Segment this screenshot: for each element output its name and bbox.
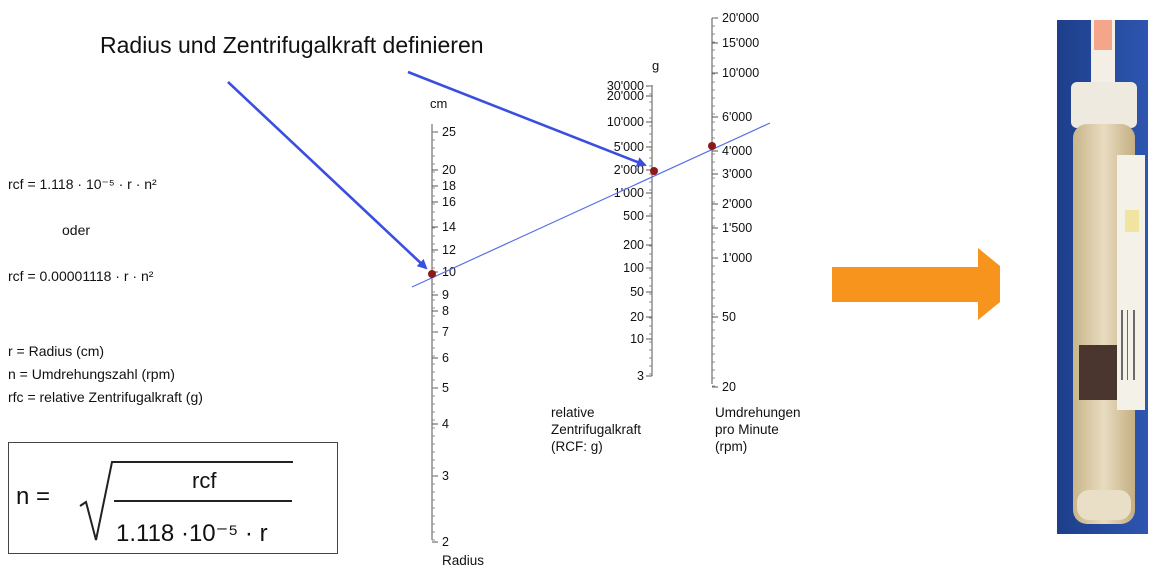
rcf-formula-decimal: rcf = 0.00001118 · r · n² [8, 268, 154, 284]
rpm-caption: Umdrehungen pro Minute (rpm) [715, 405, 801, 454]
legend-rpm: n = Umdrehungszahl (rpm) [8, 366, 175, 382]
radius-tick-label: 12 [442, 243, 456, 257]
square-root-sign [79, 461, 293, 541]
radius-tick-label: 20 [442, 163, 456, 177]
legend-radius: r = Radius (cm) [8, 343, 105, 359]
rcf-marker [650, 167, 658, 175]
rpm-tick-label: 1'000 [722, 251, 752, 265]
formula-lhs: n = [16, 483, 51, 510]
rcf-tick-label: 50 [630, 285, 644, 299]
formula-numerator: rcf [192, 468, 217, 493]
rpm-formula-box [8, 442, 338, 554]
rpm-tick-label: 15'000 [722, 36, 759, 50]
orange-right-arrow-icon [832, 248, 1000, 320]
rcf-caption: relative Zentrifugalkraft (RCF: g) [551, 405, 642, 454]
rcf-tick-label: 3 [637, 369, 644, 383]
radius-tick-label: 25 [442, 125, 456, 139]
radius-tick-label: 7 [442, 325, 449, 339]
formula-denominator: 1.118 ·10⁻⁵ · r [116, 520, 268, 547]
rcf-tick-label: 10 [630, 332, 644, 346]
radius-tick-label: 6 [442, 351, 449, 365]
radius-tick-label: 4 [442, 417, 449, 431]
radius-caption: Radius [442, 553, 485, 568]
radius-tick-label: 14 [442, 220, 456, 234]
rcf-tick-label: 200 [623, 238, 644, 252]
arrow-to-rcf [407, 70, 647, 167]
rpm-tick-label: 1'500 [722, 221, 752, 235]
radius-unit: cm [430, 96, 448, 111]
rcf-tick-label: 5'000 [614, 140, 644, 154]
rpm-tick-label: 2'000 [722, 197, 752, 211]
rpm-tick-label: 3'000 [722, 167, 752, 181]
or-label: oder [62, 222, 91, 238]
rcf-tick-label: 1'000 [614, 186, 644, 200]
radius-tick-label: 3 [442, 469, 449, 483]
rcf-tick-label: 100 [623, 261, 644, 275]
rpm-marker [708, 142, 716, 150]
diagram-title: Radius und Zentrifugalkraft definieren [100, 32, 484, 58]
rcf-tick-label: 10'000 [607, 115, 644, 129]
rpm-tick-label: 20'000 [722, 11, 759, 25]
rpm-tick-label: 6'000 [722, 110, 752, 124]
legend-rcf: rfc = relative Zentrifugalkraft (g) [8, 389, 203, 405]
rpm-tick-label: 20 [722, 380, 736, 394]
radius-tick-label: 9 [442, 288, 449, 302]
rcf-tick-label: 20'000 [607, 89, 644, 103]
rpm-scale: 20'000 15'000 10'000 6'000 4'000 3'000 2'000 1'… [711, 11, 759, 394]
rpm-tick-label: 10'000 [722, 66, 759, 80]
rcf-formula: rcf = 1.118 · 10⁻⁵ · r · n² [8, 176, 157, 192]
radius-tick-label: 18 [442, 179, 456, 193]
radius-tick-label: 16 [442, 195, 456, 209]
radius-tick-label: 2 [442, 535, 449, 549]
radius-tick-label: 5 [442, 381, 449, 395]
rcf-tick-label: 2'000 [614, 163, 644, 177]
rpm-tick-label: 50 [722, 310, 736, 324]
blood-collection-tube-icon [1057, 20, 1148, 534]
arrow-to-radius [227, 81, 428, 270]
rcf-unit: g [652, 58, 660, 73]
radius-marker [428, 270, 436, 278]
radius-tick-label: 8 [442, 304, 449, 318]
rpm-tick-label: 4'000 [722, 144, 752, 158]
rcf-tick-label: 500 [623, 209, 644, 223]
reading-line [411, 122, 771, 288]
rcf-tick-label: 20 [630, 310, 644, 324]
rcf-tick-label: 30'000 [607, 79, 644, 93]
